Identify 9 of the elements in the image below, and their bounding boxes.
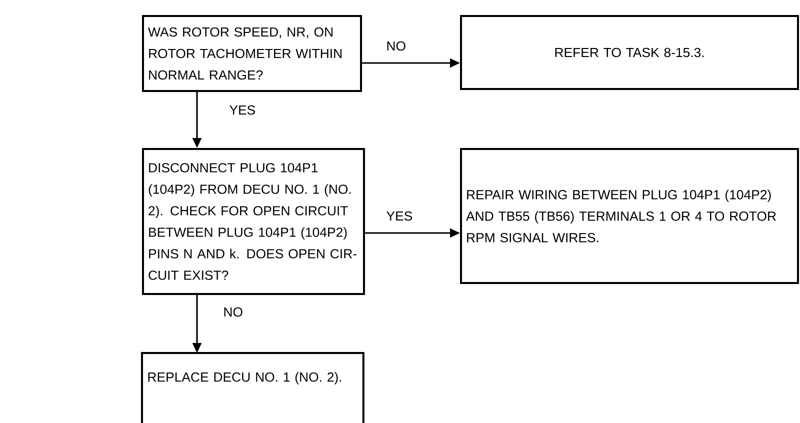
edge-label: YES	[385, 210, 414, 222]
process-box: REPAIR WIRING BETWEEN PLUG 104P1 (104P2) AND TB55 (TB56) TERMINALS 1 OR 4 TO ROTOR RPM SIGNAL WIRES.	[460, 148, 799, 284]
process-box: WAS ROTOR SPEED, NR, ON ROTOR TACHOMETER WITHIN NORMAL RANGE?	[142, 15, 362, 92]
edge-label: YES	[228, 104, 257, 116]
edge-label: NO	[222, 306, 244, 318]
process-box: DISCONNECT PLUG 104P1 (104P2) FROM DECU NO. 1 (NO. 2). CHECK FOR OPEN CIRCUIT BETWEEN PLUG 104P1 (104P2) PINS N AND k. DOES OPEN CIR- CUIT EXIST?	[142, 148, 365, 295]
process-box: REFER TO TASK 8-15.3.	[460, 15, 799, 90]
edge-label: NO	[385, 40, 407, 52]
process-box: REPLACE DECU NO. 1 (NO. 2).	[141, 352, 364, 423]
